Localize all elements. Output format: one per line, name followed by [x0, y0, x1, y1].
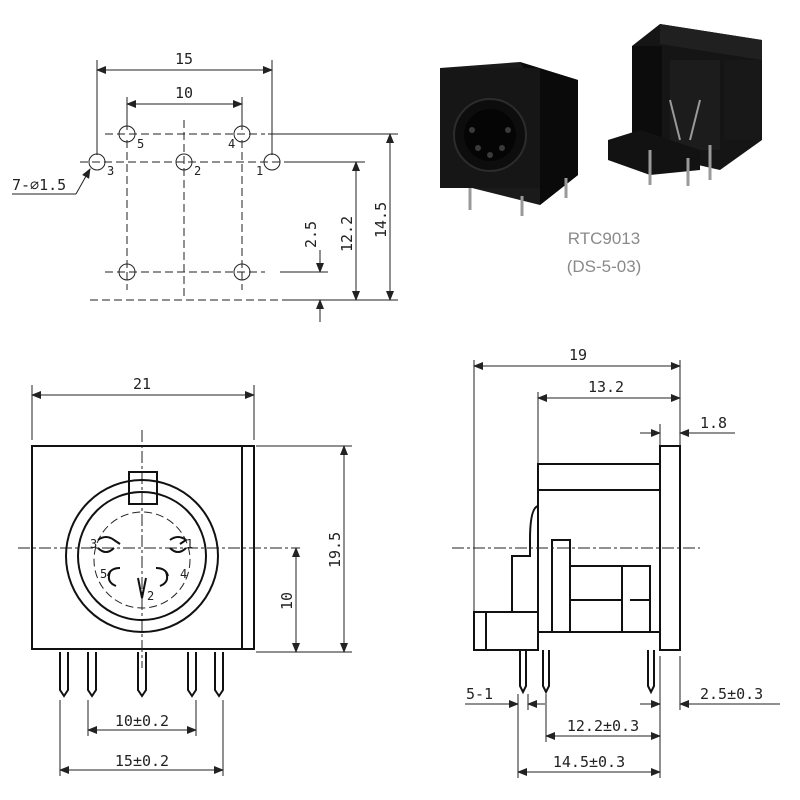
dim-front-21: 21 [133, 375, 151, 393]
front-pin-label-2: 2 [147, 589, 154, 603]
dim-front-15-tol: 15±0.2 [115, 752, 169, 770]
front-pin-label-3: 3 [90, 537, 97, 551]
front-pins [59, 652, 224, 698]
hole-pin-1 [263, 153, 281, 171]
front-pin-label-4: 4 [180, 567, 187, 581]
footprint-pin-label-5: 5 [137, 137, 144, 151]
dim-footprint-14-5: 14.5 [372, 202, 390, 238]
dim-side-1-8: 1.8 [700, 414, 727, 432]
pcb-footprint: 15 10 5 4 3 2 1 7-⌀1.5 [12, 50, 398, 322]
connector-photo-front [440, 62, 578, 216]
dim-side-13-2: 13.2 [588, 378, 624, 396]
hole-pin-5 [118, 125, 136, 143]
front-contacts [97, 536, 188, 599]
hole-mount-right [233, 263, 251, 281]
dim-footprint-12-2: 12.2 [338, 216, 356, 252]
footprint-pin-label-2: 2 [194, 164, 201, 178]
hole-pin-2 [175, 153, 193, 171]
dim-footprint-2-5: 2.5 [302, 221, 320, 248]
hole-pin-4 [233, 125, 251, 143]
front-socket-inner [77, 491, 207, 621]
footprint-pin-label-4: 4 [228, 137, 235, 151]
connector-photo-rear [608, 24, 762, 186]
dim-side-12-2-tol: 12.2±0.3 [567, 717, 639, 735]
dim-front-10-tol: 10±0.2 [115, 712, 169, 730]
side-view: 19 13.2 1.8 [452, 346, 780, 778]
dim-side-19: 19 [569, 346, 587, 364]
dim-side-5-1: 5-1 [466, 685, 493, 703]
front-key-notch [128, 471, 158, 505]
footprint-pin-label-1: 1 [256, 164, 263, 178]
dim-footprint-15: 15 [175, 50, 193, 68]
dim-side-14-5-tol: 14.5±0.3 [553, 753, 625, 771]
hole-mount-left [118, 263, 136, 281]
dim-side-2-5-tol: 2.5±0.3 [700, 685, 763, 703]
front-pin-label-1: 1 [186, 537, 193, 551]
dim-front-19-5: 19.5 [326, 532, 344, 568]
front-view: 21 3 1 5 2 4 [18, 375, 352, 776]
front-socket-outer [65, 479, 219, 633]
product-code: (DS-5-03) [567, 257, 642, 276]
footprint-pin-label-3: 3 [107, 164, 114, 178]
dim-hole-spec: 7-⌀1.5 [12, 176, 66, 194]
dim-front-10: 10 [278, 592, 296, 610]
product-model: RTC9013 [568, 229, 640, 248]
hole-pin-3 [88, 153, 106, 171]
front-pin-label-5: 5 [100, 567, 107, 581]
product-photo: RTC9013 (DS-5-03) [440, 24, 762, 276]
dim-footprint-10: 10 [175, 84, 193, 102]
side-pins [519, 650, 655, 695]
